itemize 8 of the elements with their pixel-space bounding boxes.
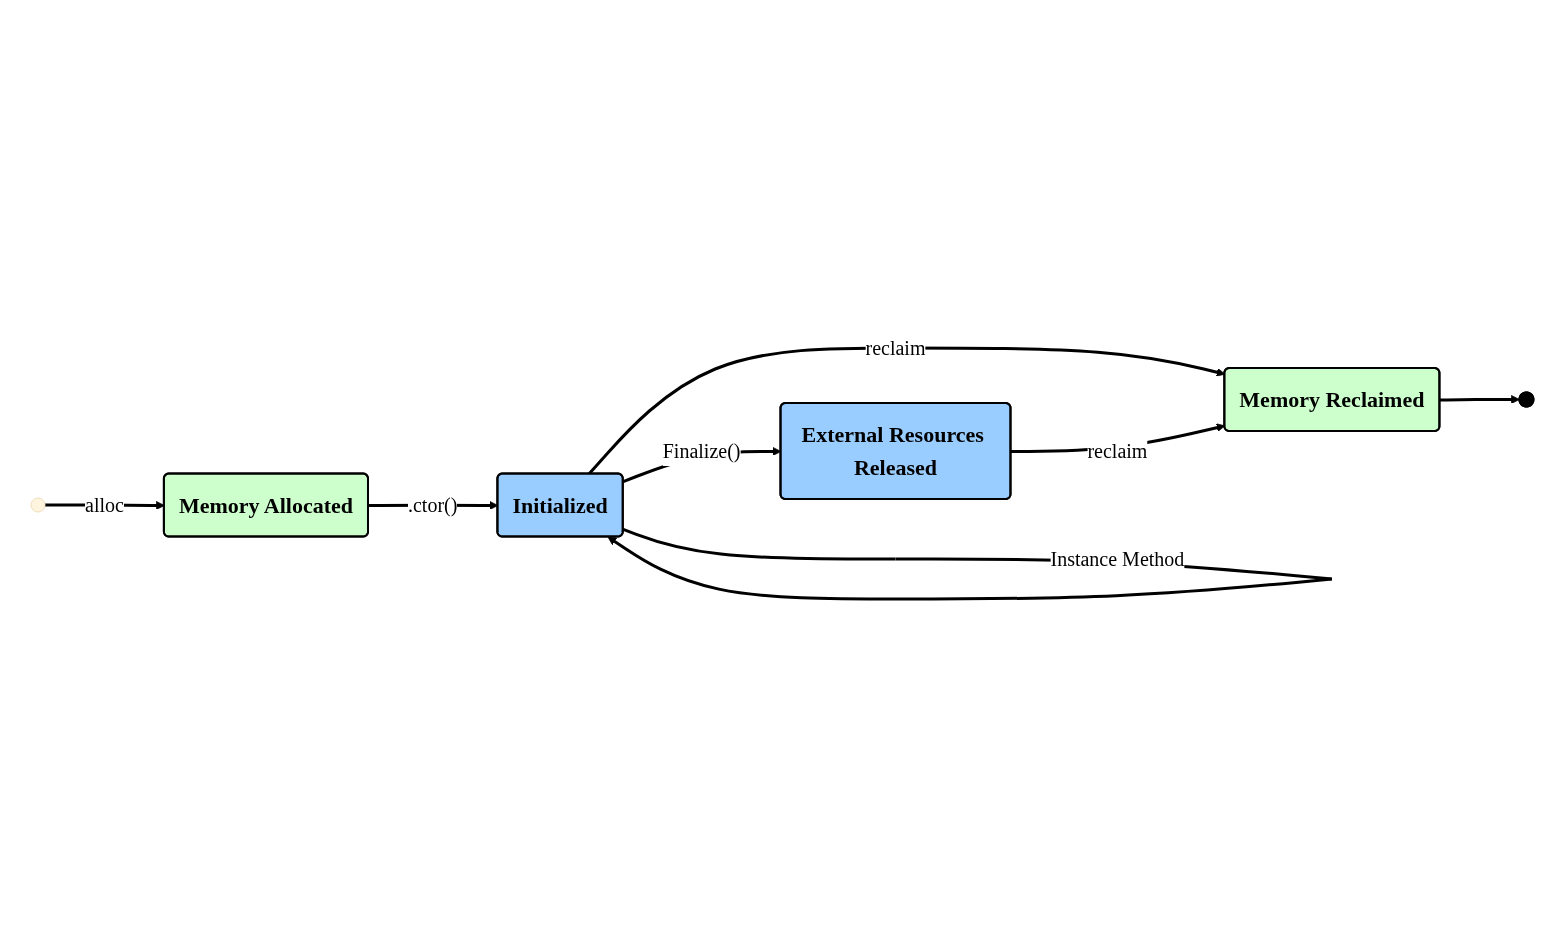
node-circle — [30, 497, 46, 513]
edge-label: alloc — [84, 494, 124, 517]
edge-label: Finalize() — [662, 440, 741, 463]
arrow — [1439, 395, 1520, 405]
edge-label: reclaim — [1087, 440, 1148, 463]
edge-label: .ctor() — [407, 494, 458, 517]
edge-label: reclaim — [865, 337, 926, 360]
edge-label: Instance Method — [1050, 548, 1185, 571]
